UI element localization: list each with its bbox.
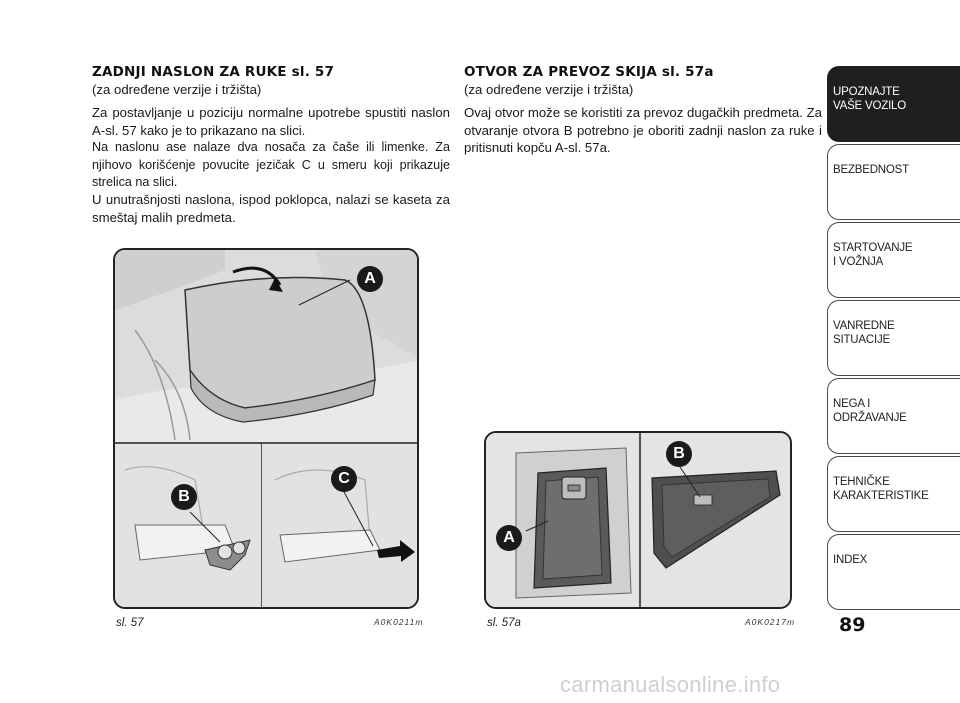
figure-code: A0K0217m	[745, 617, 796, 627]
tab-tehnicke-karakteristike[interactable]: TEHNIČKE KARAKTERISTIKE	[827, 456, 960, 532]
tab-bezbednost[interactable]: BEZBEDNOST	[827, 144, 960, 220]
figure-code: A0K0211m	[374, 617, 424, 627]
paragraph: Za postavljanje u poziciju normalne upot…	[92, 105, 450, 138]
tab-startovanje-i-voznja[interactable]: STARTOVANJE I VOŽNJA	[827, 222, 960, 298]
tab-upoznajte-vase-vozilo[interactable]: UPOZNAJTE VAŠE VOZILO	[827, 66, 960, 142]
chapter-tabs: UPOZNAJTE VAŠE VOZILO BEZBEDNOST STARTOV…	[827, 66, 960, 612]
left-section: ZADNJI NASLON ZA RUKE sl. 57 (za određen…	[92, 64, 450, 226]
page-number: 89	[839, 614, 866, 636]
paragraph: U unutrašnjosti naslona, ispod poklopca,…	[92, 192, 450, 225]
section-subtitle: (za određene verzije i tržišta)	[92, 82, 262, 97]
section-heading: OTVOR ZA PREVOZ SKIJA sl. 57a	[464, 64, 714, 80]
label-a-badge: A	[496, 525, 522, 551]
figure-57a-illustration: A B	[484, 431, 792, 609]
section-heading: ZADNJI NASLON ZA RUKE sl. 57	[92, 64, 335, 80]
label-b-badge: B	[666, 441, 692, 467]
right-section: OTVOR ZA PREVOZ SKIJA sl. 57a (za određe…	[464, 64, 822, 157]
paragraph: Ovaj otvor može se koristiti za prevoz d…	[464, 105, 822, 156]
figure-caption: sl. 57	[116, 617, 144, 629]
ski-hatch-illustration	[486, 433, 790, 607]
figure-caption: sl. 57a	[487, 617, 521, 629]
label-a-badge: A	[357, 266, 383, 292]
paragraph: Na naslonu ase nalaze dva nosača za čaše…	[92, 140, 450, 190]
watermark: carmanualsonline.info	[560, 672, 781, 697]
armrest-illustration	[115, 250, 417, 607]
tab-nega-i-odrzavanje[interactable]: NEGA I ODRŽAVANJE	[827, 378, 960, 454]
tab-vanredne-situacije[interactable]: VANREDNE SITUACIJE	[827, 300, 960, 376]
label-c-badge: C	[331, 466, 357, 492]
figure-57-illustration: A B C	[113, 248, 419, 609]
label-b-badge: B	[171, 484, 197, 510]
tab-index[interactable]: INDEX	[827, 534, 960, 610]
section-subtitle: (za određene verzije i tržišta)	[464, 82, 634, 97]
